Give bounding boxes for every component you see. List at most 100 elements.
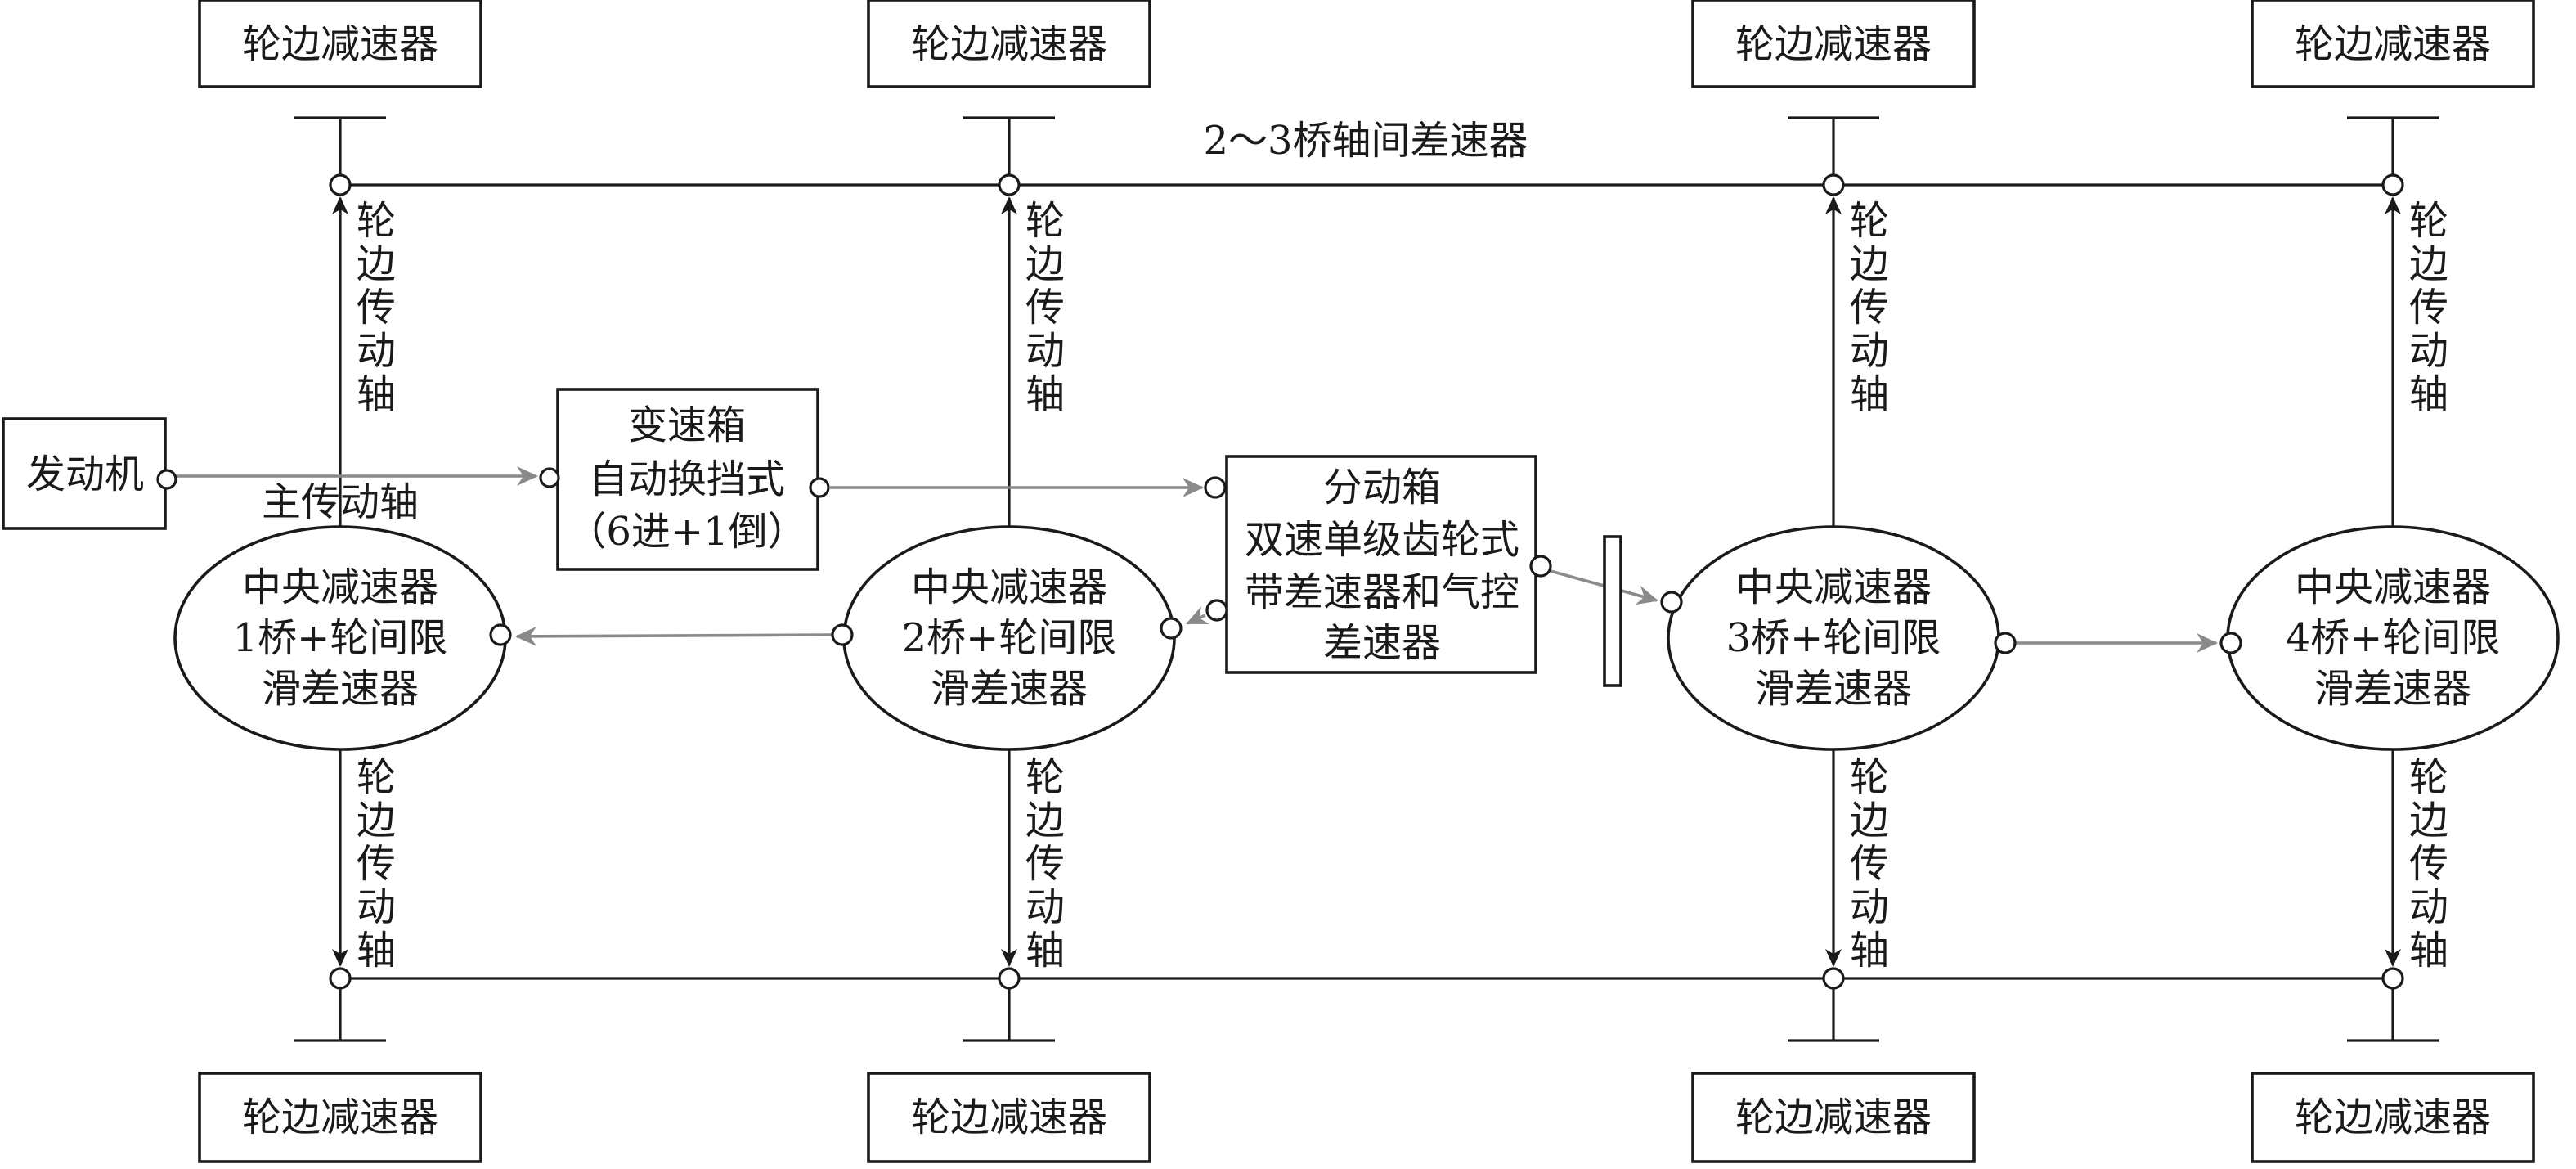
svg-text:滑差速器: 滑差速器 <box>1755 666 1912 712</box>
axle-port-joint <box>1994 632 2017 654</box>
upper-shaft-label-char: 轴 <box>357 371 396 417</box>
axle-port-joint <box>2219 632 2242 654</box>
lower-shaft-label-char: 动 <box>1850 884 1889 930</box>
bottom-wheel-reducer-box <box>1691 1072 1976 1163</box>
bottom-wheel-reducer-label: 轮边减速器 <box>911 1095 1107 1140</box>
svg-text:双速单级齿轮式: 双速单级齿轮式 <box>1245 517 1519 563</box>
svg-text:差速器: 差速器 <box>1323 620 1441 666</box>
svg-text:滑差速器: 滑差速器 <box>262 666 419 712</box>
lower-shaft-label-char: 轮 <box>1850 754 1889 800</box>
top-joint <box>2381 173 2404 196</box>
top-wheel-reducer-label: 轮边减速器 <box>1735 21 1932 67</box>
svg-text:1桥+轮间限: 1桥+轮间限 <box>233 615 448 661</box>
lower-shaft-label-char: 轮 <box>2409 754 2448 800</box>
upper-shaft-label-char: 边 <box>1850 241 1889 287</box>
upper-shaft-label-char: 轮 <box>357 198 396 244</box>
top-wheel-reducer-box <box>1691 0 1976 88</box>
bottom-wheel-reducer-box <box>2251 1072 2535 1163</box>
lower-shaft-label-char: 轴 <box>2409 928 2448 973</box>
svg-text:3桥+轮间限: 3桥+轮间限 <box>1726 615 1941 661</box>
lower-shaft-label-char: 动 <box>2409 884 2448 930</box>
inter-axle-diff-label: 2～3桥轴间差速器 <box>1203 118 1528 164</box>
coupling-bar <box>1603 535 1622 687</box>
upper-shaft-label-char: 传 <box>357 285 396 330</box>
lower-shaft-label-char: 动 <box>357 884 396 930</box>
lower-shaft-label-char: 边 <box>357 798 396 843</box>
top-joint <box>1822 173 1845 196</box>
upper-shaft-label-char: 动 <box>357 328 396 374</box>
lower-shaft-label-char: 轴 <box>1025 928 1065 973</box>
lower-shaft-label-char: 边 <box>1025 798 1065 843</box>
svg-text:自动换挡式: 自动换挡式 <box>589 456 785 502</box>
lower-shaft-label-char: 边 <box>2409 798 2448 843</box>
axle2-to-axle1-arrow <box>515 626 833 646</box>
upper-shaft-label-char: 传 <box>2409 285 2448 330</box>
lower-shaft-label-char: 轮 <box>1025 754 1065 800</box>
svg-text:分动箱: 分动箱 <box>1323 465 1441 510</box>
svg-text:4桥+轮间限: 4桥+轮间限 <box>2286 615 2501 661</box>
upper-shaft-label-char: 边 <box>1025 241 1065 287</box>
axle-port-joint <box>1160 617 1183 640</box>
top-joint <box>998 173 1021 196</box>
bottom-joint <box>1822 967 1845 990</box>
upper-shaft-label-char: 动 <box>1850 328 1889 374</box>
axle-port-joint <box>1660 591 1683 614</box>
bottom-wheel-reducer-label: 轮边减速器 <box>1735 1095 1932 1140</box>
gearbox-block: 变速箱 自动换挡式 （6进+1倒） <box>556 388 819 571</box>
top-wheel-reducer-label: 轮边减速器 <box>2295 21 2491 67</box>
top-wheel-reducer-box <box>867 0 1151 88</box>
svg-text:中央减速器: 中央减速器 <box>2295 564 2491 610</box>
lower-shaft-label-char: 轴 <box>1850 928 1889 973</box>
svg-text:中央减速器: 中央减速器 <box>911 564 1107 610</box>
upper-shaft-label-char: 动 <box>2409 328 2448 374</box>
bottom-joint <box>2381 967 2404 990</box>
svg-text:（6进+1倒）: （6进+1倒） <box>567 509 806 555</box>
upper-shaft-label-char: 动 <box>1025 328 1065 374</box>
svg-text:中央减速器: 中央减速器 <box>242 564 438 610</box>
lower-shaft-label-char: 传 <box>357 841 396 887</box>
svg-text:变速箱: 变速箱 <box>628 402 746 448</box>
bottom-joint <box>329 967 352 990</box>
top-wheel-reducer-box <box>2251 0 2535 88</box>
bottom-wheel-reducer-box <box>867 1072 1151 1163</box>
svg-text:2桥+轮间限: 2桥+轮间限 <box>902 615 1117 661</box>
transfer-case-block: 分动箱 双速单级齿轮式 带差速器和气控 差速器 <box>1225 455 1537 674</box>
svg-text:中央减速器: 中央减速器 <box>1735 564 1932 610</box>
bottom-joint <box>998 967 1021 990</box>
lower-shaft-label-char: 传 <box>1025 841 1065 887</box>
upper-shaft-label-char: 轴 <box>1850 371 1889 417</box>
top-wheel-reducer-box <box>198 0 482 88</box>
lower-shaft-label-char: 传 <box>1850 841 1889 887</box>
engine-label: 发动机 <box>26 452 144 497</box>
upper-shaft-label-char: 轴 <box>2409 371 2448 417</box>
lower-shaft-label-char: 轮 <box>357 754 396 800</box>
axle-port-joint <box>831 623 854 646</box>
bottom-wheel-reducer-box <box>198 1072 482 1163</box>
top-wheel-reducer-label: 轮边减速器 <box>911 21 1107 67</box>
top-joint <box>329 173 352 196</box>
upper-shaft-label-char: 轴 <box>1025 371 1065 417</box>
upper-shaft-label-char: 轮 <box>1025 198 1065 244</box>
svg-text:带差速器和气控: 带差速器和气控 <box>1245 569 1519 615</box>
upper-shaft-label-char: 边 <box>2409 241 2448 287</box>
bottom-wheel-reducer-label: 轮边减速器 <box>242 1095 438 1140</box>
engine-block: 发动机 <box>2 417 167 530</box>
main-shaft-label: 主传动轴 <box>262 479 419 525</box>
bottom-wheel-reducer-label: 轮边减速器 <box>2295 1095 2491 1140</box>
lower-shaft-label-char: 动 <box>1025 884 1065 930</box>
lower-shaft-label-char: 轴 <box>357 928 396 973</box>
upper-shaft-label-char: 轮 <box>1850 198 1889 244</box>
upper-shaft-label-char: 传 <box>1025 285 1065 330</box>
lower-shaft-label-char: 边 <box>1850 798 1889 843</box>
transfer-to-axle2-arrow <box>1186 606 1209 625</box>
upper-shaft-label-char: 传 <box>1850 285 1889 330</box>
svg-text:滑差速器: 滑差速器 <box>931 666 1088 712</box>
upper-shaft-label-char: 轮 <box>2409 198 2448 244</box>
